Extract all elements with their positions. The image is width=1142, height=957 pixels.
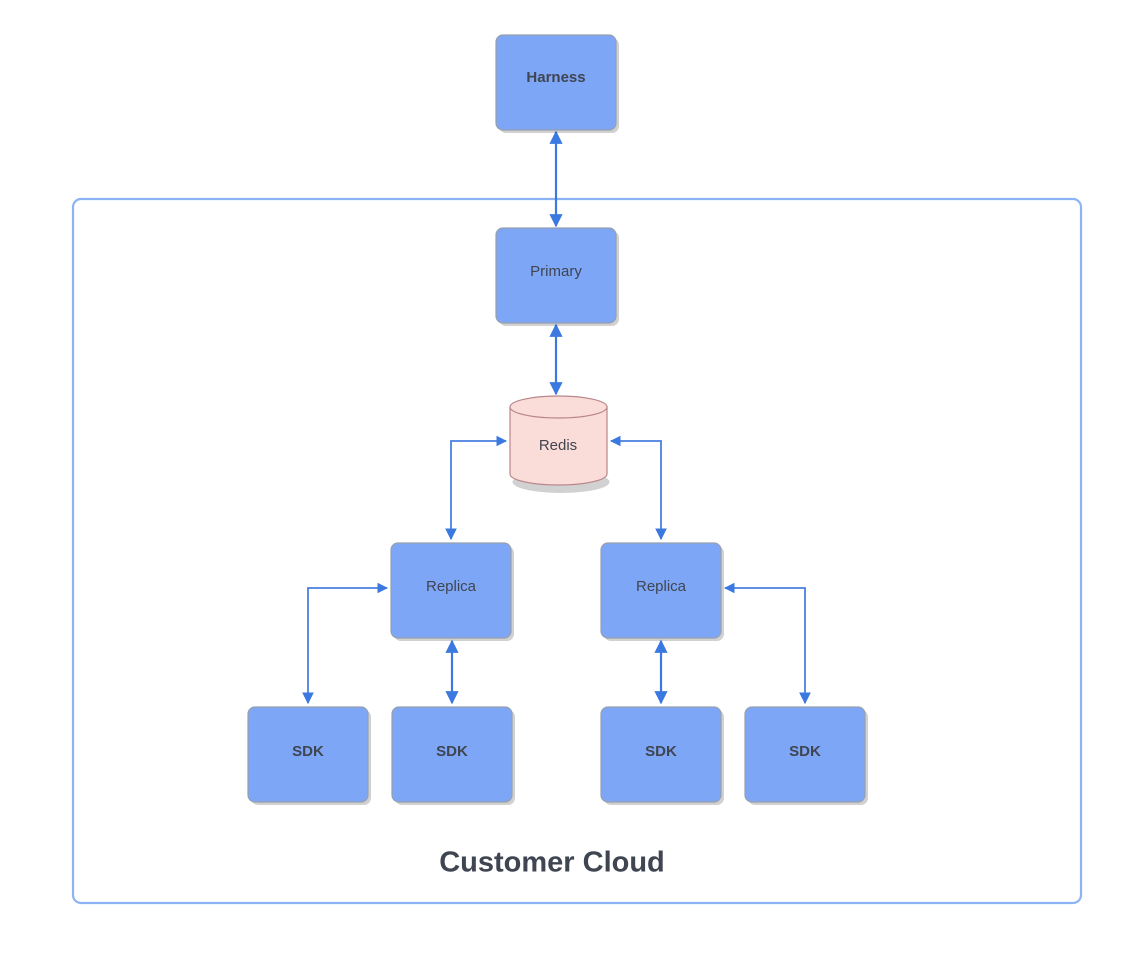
node-redis[interactable]: Redis: [509, 395, 610, 493]
node-harness[interactable]: Harness: [495, 34, 619, 133]
sdk-1-box[interactable]: [247, 706, 369, 803]
sdk-3-label: SDK: [645, 743, 677, 760]
customer-cloud-label: Customer Cloud: [439, 847, 665, 879]
node-primary[interactable]: Primary: [495, 227, 619, 326]
redis-cylinder-body[interactable]: [509, 406, 608, 486]
harness-label: Harness: [526, 69, 585, 86]
sdk-4-box[interactable]: [744, 706, 866, 803]
replica-left-label: Replica: [426, 578, 477, 595]
node-sdk-2[interactable]: SDK: [391, 706, 515, 805]
edge-redis-replica-right: [609, 435, 667, 541]
sdk-3-box[interactable]: [600, 706, 722, 803]
primary-label: Primary: [530, 263, 582, 280]
node-replica-left[interactable]: Replica: [390, 542, 514, 641]
edge-replica-right-sdk-4: [723, 582, 811, 705]
node-sdk-3[interactable]: SDK: [600, 706, 724, 805]
harness-box[interactable]: [495, 34, 617, 131]
sdk-1-label: SDK: [292, 743, 324, 760]
sdk-2-box[interactable]: [391, 706, 513, 803]
customer-cloud-boundary: [71, 197, 1083, 905]
replica-right-label: Replica: [636, 578, 687, 595]
edge-redis-replica-left: [445, 435, 508, 541]
redis-cylinder-top: [509, 395, 608, 419]
node-sdk-1[interactable]: SDK: [247, 706, 371, 805]
sdk-4-label: SDK: [789, 743, 821, 760]
primary-box[interactable]: [495, 227, 617, 324]
edge-replica-left-sdk-1: [302, 582, 389, 705]
replica-left-box[interactable]: [390, 542, 512, 639]
replica-right-box[interactable]: [600, 542, 722, 639]
redis-label: Redis: [539, 437, 577, 454]
sdk-2-label: SDK: [436, 743, 468, 760]
node-replica-right[interactable]: Replica: [600, 542, 724, 641]
node-sdk-4[interactable]: SDK: [744, 706, 868, 805]
